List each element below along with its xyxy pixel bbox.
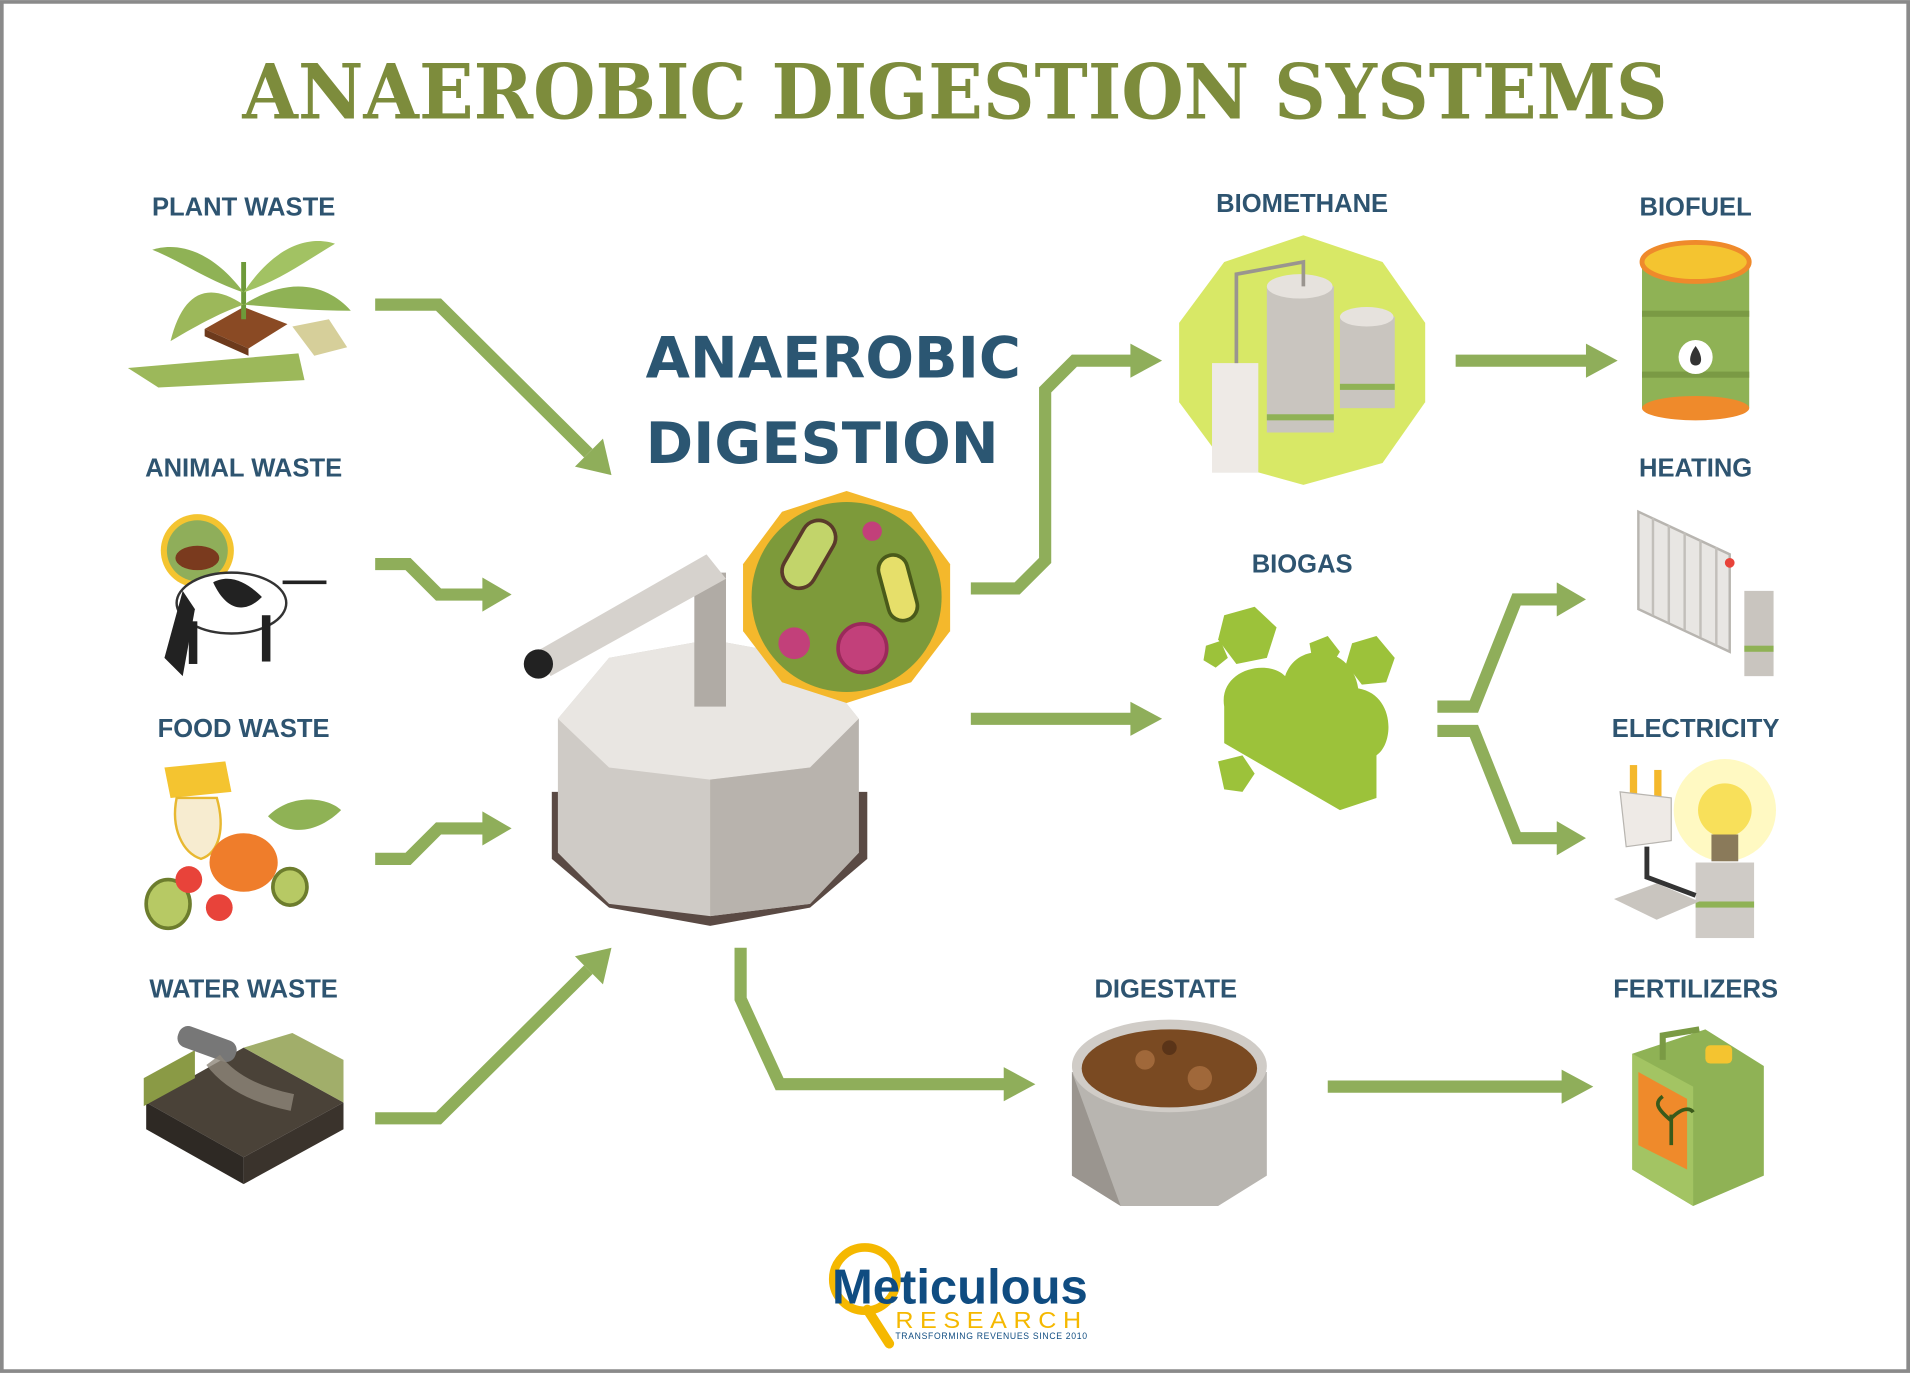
biogas-cloud-icon [1203,606,1395,811]
label-heating: HEATING [1639,454,1752,482]
arrowhead [1130,343,1163,378]
fertilizer-can-icon [1632,1026,1764,1207]
digestate-tank-icon [1071,1019,1267,1207]
plant-icon [127,241,351,388]
light-bulb-icon [1613,758,1777,939]
arrowhead [482,811,512,846]
radiator-icon [1637,509,1774,677]
page-title: ANAEROBIC DIGESTION SYSTEMS [241,47,1667,136]
arrowhead [1556,582,1586,617]
arrowhead [1561,1069,1594,1104]
arrow-plant [375,298,593,458]
svg-text:RESEARCH: RESEARCH [895,1307,1087,1333]
arrow-food [375,822,485,865]
label-fertilizers: FERTILIZERS [1613,976,1778,1004]
arrowhead [574,438,612,476]
digester-tank-icon [523,554,868,926]
label-food-waste: FOOD WASTE [158,715,330,743]
center-title-line2: DIGESTION [646,410,999,477]
arrow-animal [375,557,485,601]
arrow-to-digestate [734,947,1007,1091]
label-digestate: DIGESTATE [1094,976,1237,1004]
label-biofuel: BIOFUEL [1639,194,1751,222]
label-animal-waste: ANIMAL WASTE [145,454,342,482]
microbe-icon [743,490,951,703]
arrowhead [1003,1067,1036,1102]
label-biomethane: BIOMETHANE [1216,190,1388,218]
meticulous-research-logo: Meticulous RESEARCH TRANSFORMING REVENUE… [828,1243,1088,1349]
arrowhead [482,577,512,612]
label-biogas: BIOGAS [1252,551,1353,579]
arrow-to-heating [1437,593,1560,713]
arrowhead [1556,821,1586,856]
arrowhead [574,947,612,985]
arrow-water [375,965,593,1125]
label-plant-waste: PLANT WASTE [152,194,335,222]
cow-icon [160,514,327,677]
label-electricity: ELECTRICITY [1612,715,1780,743]
arrowhead [1130,701,1163,736]
flow-arrows [375,298,1618,1125]
arrow-to-electricity [1437,724,1560,845]
arrowhead [1585,343,1618,378]
food-icon [144,761,342,931]
svg-text:TRANSFORMING REVENUES SINCE 20: TRANSFORMING REVENUES SINCE 2010 [895,1331,1087,1341]
arrow-to-biomethane [970,354,1133,595]
biofuel-barrel-icon [1639,240,1752,421]
center-title-line1: ANAEROBIC [646,325,1021,392]
biomethane-icon [1179,235,1426,485]
label-water-waste: WATER WASTE [149,976,338,1004]
wastewater-icon [143,1026,344,1185]
svg-text:Meticulous: Meticulous [832,1260,1088,1314]
